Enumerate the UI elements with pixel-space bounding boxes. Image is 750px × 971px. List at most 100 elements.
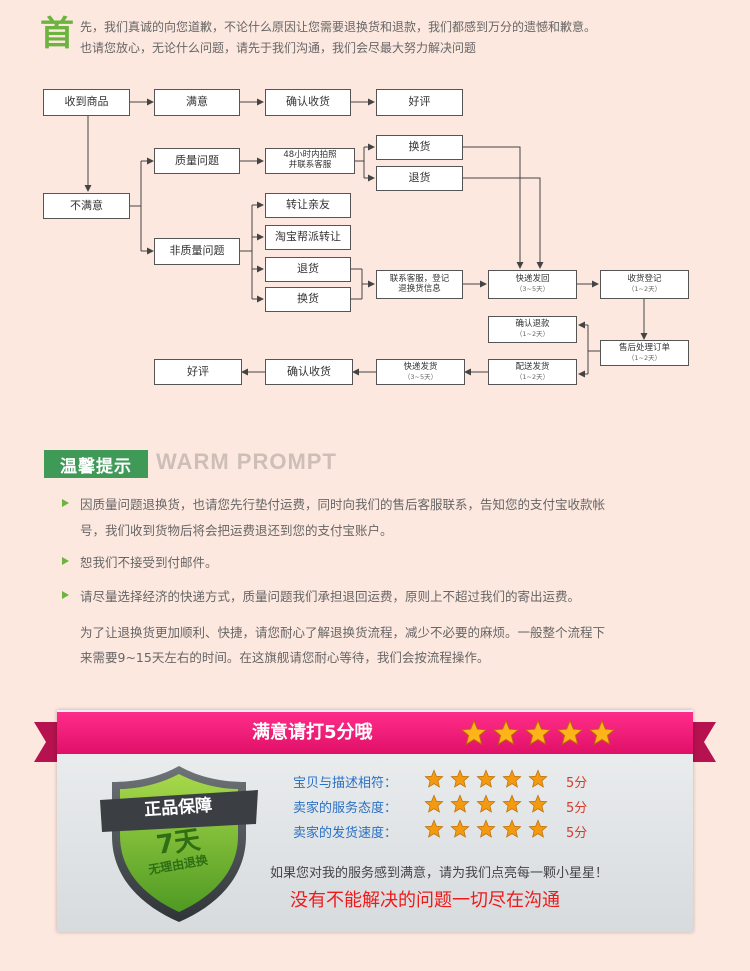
flow-photo-contact-label: 48小时内拍照 并联系客服	[283, 150, 337, 170]
closing-slogan: 没有不能解决的问题一切尽在沟通	[290, 890, 560, 911]
intro-line-2: 也请您放心，无论什么问题，请先于我们沟通，我们会尽最大努力解决问题	[80, 41, 477, 55]
flowchart-connectors	[84, 98, 648, 378]
flow-good-review-top: 好评	[376, 89, 463, 116]
flow-confirm-receipt-bottom: 确认收货	[265, 359, 353, 385]
flow-good-review-top-label: 好评	[408, 95, 431, 109]
flow-contact-register: 联系客服，登记 退换货信息	[376, 270, 463, 299]
star-icon	[502, 769, 522, 788]
flow-delivery: 配送发货（1~2天）	[488, 359, 577, 385]
flow-exchange-2: 换货	[265, 287, 351, 312]
intro-line-1: 先，我们真诚的向您道歉，不论什么原因让您需要退换货和退款，我们都感到万分的遗憾和…	[80, 20, 597, 34]
flow-delivery-label: 配送发货	[515, 361, 550, 372]
tip-1-line-2: 号，我们收到货物后将会把运费退还到您的支付宝账户。	[80, 523, 393, 538]
flow-after-sales-label: 售后处理订单	[618, 342, 670, 353]
flow-express-ship-days: （3~5天）	[403, 372, 438, 381]
star-icon	[528, 769, 548, 788]
flow-confirm-refund: 确认退款（1~2天）	[488, 316, 577, 343]
return-exchange-flowchart: 收到商品 满意 确认收货 好评 不满意 质量问题 48小时内拍照 并联系客服 换…	[0, 80, 750, 400]
flow-return-1-label: 退货	[408, 171, 431, 185]
flow-good-review-bottom: 好评	[154, 359, 242, 385]
flow-unsatisfied: 不满意	[43, 193, 130, 219]
banner-star-row	[460, 719, 616, 747]
flow-satisfied: 满意	[154, 89, 240, 116]
flow-exchange-1: 换货	[376, 135, 463, 160]
rating-banner	[57, 712, 693, 754]
tip-3: 请尽量选择经济的快递方式，质量问题我们承担退回运费，原则上不超过我们的寄出运费。	[80, 589, 581, 604]
flow-non-quality-issue-label: 非质量问题	[169, 244, 225, 258]
rating-score-service: 5分	[566, 801, 588, 816]
flow-return-1: 退货	[376, 166, 463, 191]
flow-return-2: 退货	[265, 257, 351, 282]
flow-quality-issue: 质量问题	[154, 148, 240, 174]
flow-quality-issue-label: 质量问题	[175, 153, 219, 167]
rating-score-shipping: 5分	[566, 826, 588, 841]
flow-photo-contact: 48小时内拍照 并联系客服	[265, 148, 355, 174]
intro-initial-character: 首	[40, 14, 74, 54]
star-icon	[424, 769, 444, 788]
bullet-arrow-icon	[62, 591, 69, 599]
star-icon	[524, 719, 552, 746]
flow-satisfied-label: 满意	[186, 95, 208, 109]
rating-label-service: 卖家的服务态度：	[293, 801, 398, 816]
bullet-arrow-icon	[62, 557, 69, 565]
bullet-arrow-icon	[62, 499, 69, 507]
flow-receipt-register: 收货登记（1~2天）	[600, 270, 689, 299]
flow-taobao-transfer-label: 淘宝帮派转让	[275, 230, 341, 244]
star-icon	[502, 819, 522, 838]
flow-express-return-label: 快递发回	[515, 274, 550, 285]
flow-express-ship: 快递发货（3~5天）	[376, 359, 465, 385]
flow-taobao-transfer: 淘宝帮派转让	[265, 225, 351, 250]
flow-delivery-days: （1~2天）	[515, 372, 550, 381]
flow-unsatisfied-label: 不满意	[70, 198, 103, 212]
tip-2: 恕我们不接受到付邮件。	[80, 555, 218, 570]
star-icon	[492, 719, 520, 746]
flow-contact-register-label: 联系客服，登记 退换货信息	[389, 273, 450, 294]
rating-label-shipping: 卖家的发货速度：	[293, 826, 398, 841]
flow-good-review-bottom-label: 好评	[187, 364, 209, 378]
rating-banner-title: 满意请打5分哦	[252, 722, 373, 743]
flow-exchange-2-label: 换货	[297, 292, 319, 306]
star-icon	[460, 719, 488, 746]
star-icon	[476, 819, 496, 838]
star-icon	[476, 794, 496, 813]
star-icon	[556, 719, 584, 746]
flow-express-return: 快递发回（3~5天）	[488, 270, 577, 299]
star-icon	[476, 769, 496, 788]
star-icon	[502, 794, 522, 813]
star-icon	[424, 794, 444, 813]
flow-after-sales: 售后处理订单（1~2天）	[600, 340, 689, 366]
flow-receive-goods-label: 收到商品	[64, 95, 109, 109]
rating-stars-service[interactable]	[424, 794, 548, 814]
tips-title-cn: 温馨提示	[44, 450, 148, 478]
star-icon	[528, 819, 548, 838]
star-icon	[450, 794, 470, 813]
tip-paragraph-line-2: 来需要9~15天左右的时间。在这旗舰请您耐心等待，我们会按流程操作。	[80, 650, 490, 665]
rating-stars-shipping[interactable]	[424, 819, 548, 839]
closing-message: 如果您对我的服务感到满意，请为我们点亮每一颗小星星！	[270, 866, 609, 881]
star-icon	[450, 769, 470, 788]
flow-non-quality-issue: 非质量问题	[154, 238, 240, 265]
star-icon	[588, 719, 616, 746]
rating-score-description: 5分	[566, 776, 588, 791]
quality-guarantee-shield-icon	[100, 766, 258, 922]
flow-receive-goods: 收到商品	[43, 89, 130, 116]
flow-after-sales-days: （1~2天）	[627, 353, 662, 362]
flow-receipt-register-days: （1~2天）	[627, 285, 662, 294]
tip-1-line-1: 因质量问题退换货，也请您先行垫付运费，同时向我们的售后客服联系，告知您的支付宝收…	[80, 497, 606, 512]
flow-express-return-days: （3~5天）	[515, 285, 550, 294]
flow-confirm-receipt-top-label: 确认收货	[286, 95, 330, 109]
tip-paragraph-line-1: 为了让退换货更加顺利、快捷，请您耐心了解退换货流程，减少不必要的麻烦。一般整个流…	[80, 625, 606, 640]
flow-confirm-receipt-top: 确认收货	[265, 89, 351, 116]
flow-transfer-friend: 转让亲友	[265, 193, 351, 218]
flow-receipt-register-label: 收货登记	[627, 274, 662, 285]
flow-confirm-refund-days: （1~2天）	[515, 330, 550, 339]
tips-title-en: WARM PROMPT	[156, 449, 337, 474]
flow-express-ship-label: 快递发货	[403, 361, 438, 372]
flow-confirm-refund-label: 确认退款	[515, 319, 550, 330]
star-icon	[424, 819, 444, 838]
rating-stars-description[interactable]	[424, 769, 548, 789]
flow-return-2-label: 退货	[297, 262, 319, 276]
flow-transfer-friend-label: 转让亲友	[286, 198, 330, 212]
rating-label-description: 宝贝与描述相符：	[293, 776, 398, 791]
flow-confirm-receipt-bottom-label: 确认收货	[287, 364, 331, 378]
